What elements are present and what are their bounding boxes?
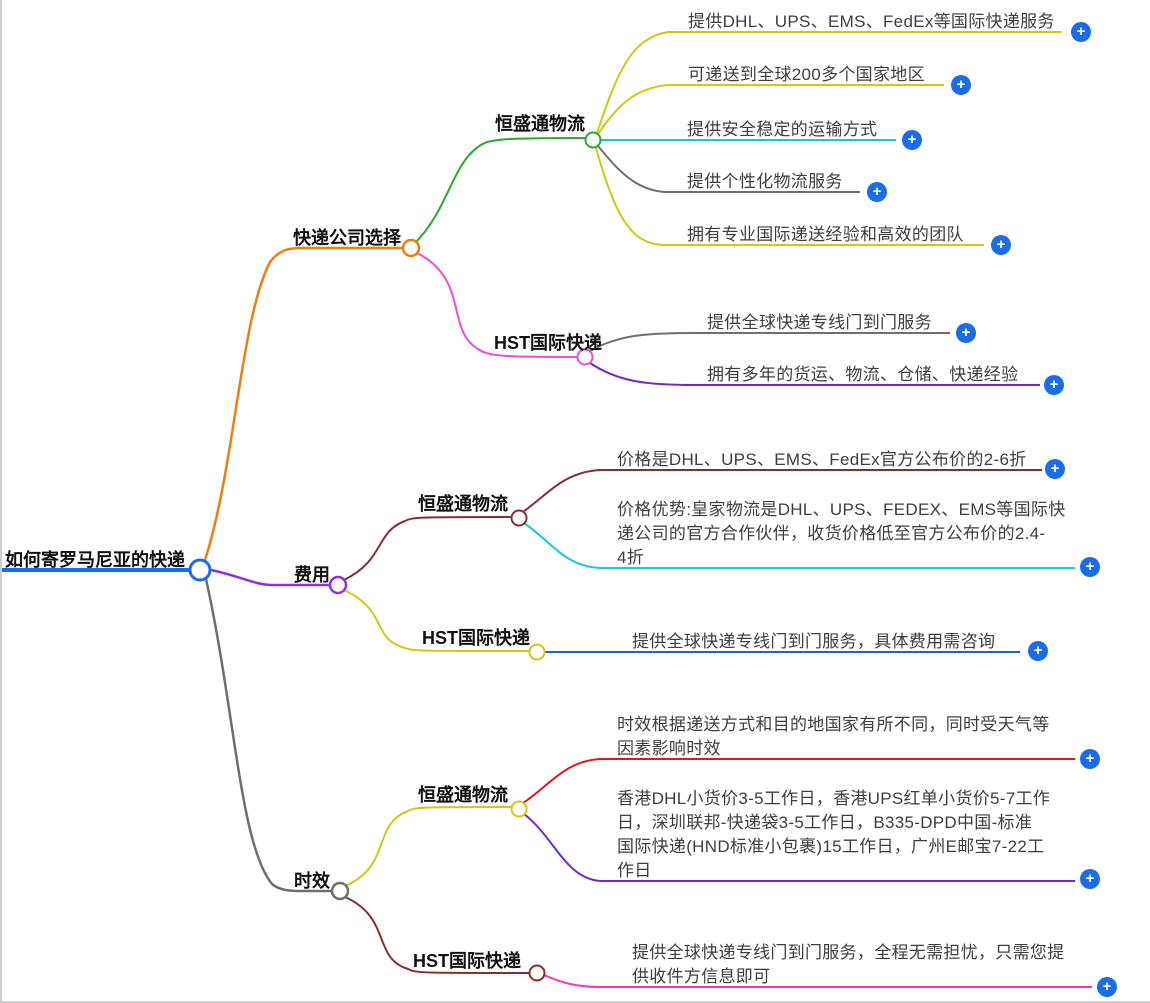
node-handle-logistics-top[interactable] xyxy=(584,131,602,149)
sub-topic-hst-top[interactable]: HST国际快递 xyxy=(494,333,602,353)
branch-line-hst-logistics-cost xyxy=(343,516,513,581)
leaf-line-time-detail xyxy=(523,813,1075,882)
add-button-price-2-6[interactable]: + xyxy=(1045,459,1065,479)
leaf-200-countries[interactable]: 可递送到全球200多个国家地区 xyxy=(688,65,925,84)
root-topic[interactable]: 如何寄罗马尼亚的快递 xyxy=(5,550,185,570)
sub-topic-hst-cost[interactable]: HST国际快递 xyxy=(422,628,530,648)
canvas-bottom-edge xyxy=(0,1001,1150,1003)
leaf-price-advantage[interactable]: 价格优势:皇家物流是DHL、UPS、FEDEX、EMS等国际快 递公司的官方合作… xyxy=(617,500,1066,567)
add-button-intl-services[interactable]: + xyxy=(1071,22,1091,42)
branch-line-hst-express-cost xyxy=(343,589,530,652)
leaf-door-to-door[interactable]: 提供全球快递专线门到门服务 xyxy=(707,313,932,332)
add-button-time-depends[interactable]: + xyxy=(1080,749,1100,769)
leaf-price-2-6[interactable]: 价格是DHL、UPS、EMS、FedEx官方公布价的2-6折 xyxy=(617,450,1027,469)
branch-line-hst-logistics-time xyxy=(344,806,513,887)
leaf-time-worryfree[interactable]: 提供全球快递专线门到门服务，全程无需担忧，只需您提 供收件方信息即可 xyxy=(632,943,1065,986)
branch-topic-lead-time[interactable]: 时效 xyxy=(294,871,330,891)
leaf-intl-services[interactable]: 提供DHL、UPS、EMS、FedEx等国际快递服务 xyxy=(688,12,1055,31)
leaf-line-experience xyxy=(589,362,1040,386)
add-button-experience[interactable]: + xyxy=(1044,375,1064,395)
leaf-line-pro-team xyxy=(595,147,984,246)
node-handle-root[interactable] xyxy=(188,558,212,582)
node-handle-hst-time[interactable] xyxy=(528,964,546,982)
add-button-personalized[interactable]: + xyxy=(867,182,887,202)
branch-line-hst-express-top xyxy=(414,251,578,358)
node-handle-lead-time[interactable] xyxy=(330,881,350,901)
branch-topic-company-selection[interactable]: 快递公司选择 xyxy=(293,228,401,248)
leaf-line-200-countries xyxy=(597,84,944,135)
sub-topic-logistics-top[interactable]: 恒盛通物流 xyxy=(495,114,585,134)
add-button-time-worryfree[interactable]: + xyxy=(1097,977,1117,997)
leaf-time-depends[interactable]: 时效根据递送方式和目的地国家有所不同，同时受天气等 因素影响时效 xyxy=(617,715,1050,758)
leaf-line-intl-services xyxy=(596,31,1062,134)
leaf-cost-consult[interactable]: 提供全球快递专线门到门服务，具体费用需咨询 xyxy=(632,632,996,651)
add-button-pro-team[interactable]: + xyxy=(991,235,1011,255)
sub-topic-logistics-time[interactable]: 恒盛通物流 xyxy=(418,785,508,805)
canvas-left-edge xyxy=(0,0,2,1003)
leaf-time-detail[interactable]: 香港DHL小货价3-5工作日，香港UPS红单小货价5-7工作 日，深圳联邦-快递… xyxy=(617,789,1051,880)
leaf-line-time-worryfree xyxy=(543,974,1092,988)
node-handle-logistics-time[interactable] xyxy=(510,800,528,818)
add-button-time-detail[interactable]: + xyxy=(1080,869,1100,889)
add-button-safe-transport[interactable]: + xyxy=(902,130,922,150)
branch-topic-cost[interactable]: 费用 xyxy=(294,565,330,585)
add-button-door-to-door[interactable]: + xyxy=(956,323,976,343)
leaf-line-personalized xyxy=(597,145,860,193)
leaf-safe-transport[interactable]: 提供安全稳定的运输方式 xyxy=(687,120,878,139)
branch-line-hst-express-time xyxy=(344,896,530,974)
leaf-experience[interactable]: 拥有多年的货运、物流、仓储、快递经验 xyxy=(707,365,1019,384)
add-button-price-advantage[interactable]: + xyxy=(1080,557,1100,577)
leaf-line-time-depends xyxy=(522,758,1075,804)
leaf-line-price-2-6 xyxy=(522,469,1042,513)
sub-topic-hst-time[interactable]: HST国际快递 xyxy=(413,951,521,971)
node-handle-company-selection[interactable] xyxy=(401,238,421,258)
branch-line-lead-time xyxy=(204,578,332,893)
add-button-200-countries[interactable]: + xyxy=(951,75,971,95)
branch-line-cost xyxy=(210,568,330,587)
sub-topic-logistics-cost[interactable]: 恒盛通物流 xyxy=(418,494,508,514)
leaf-line-door-to-door xyxy=(589,332,950,352)
branch-line-hst-logistics-top xyxy=(414,137,586,244)
node-handle-cost[interactable] xyxy=(328,575,348,595)
branch-line-company-selection xyxy=(202,246,402,564)
leaf-pro-team[interactable]: 拥有专业国际递送经验和高效的团队 xyxy=(687,225,964,244)
leaf-line-price-advantage xyxy=(523,522,1075,569)
node-handle-hst-top[interactable] xyxy=(576,348,594,366)
node-handle-logistics-cost[interactable] xyxy=(510,509,528,527)
add-button-cost-consult[interactable]: + xyxy=(1028,641,1048,661)
leaf-personalized[interactable]: 提供个性化物流服务 xyxy=(687,172,843,191)
node-handle-hst-cost[interactable] xyxy=(528,643,546,661)
